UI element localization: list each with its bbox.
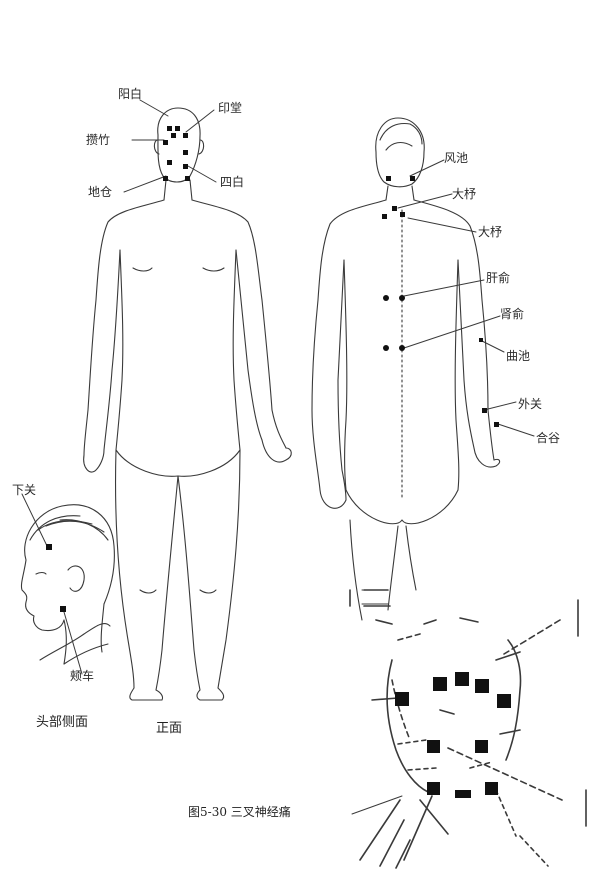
label-xiaguan: 下关 xyxy=(12,484,36,496)
label-cuanzhu: 攒竹 xyxy=(86,134,110,146)
side-head-caption: 头部侧面 xyxy=(36,716,88,729)
label-quchi: 曲池 xyxy=(506,350,530,362)
label-yangbai: 阳白 xyxy=(118,88,142,100)
label-ganshu: 肝俞 xyxy=(486,272,510,284)
acupoint-markers xyxy=(46,126,499,612)
front-body-outline xyxy=(84,108,292,700)
label-fengchi: 风池 xyxy=(444,152,468,164)
label-shenshu: 肾俞 xyxy=(500,308,524,320)
label-dazhu-2: 大杼 xyxy=(478,226,502,238)
label-sibai: 四白 xyxy=(220,176,244,188)
label-yintang: 印堂 xyxy=(218,102,242,114)
label-dicang: 地仓 xyxy=(88,186,112,198)
front-figure-caption: 正面 xyxy=(156,722,182,735)
figure-caption: 图5-30 三叉神经痛 xyxy=(188,806,291,818)
label-hegu: 合谷 xyxy=(536,432,560,444)
label-waiguan: 外关 xyxy=(518,398,542,410)
zoomed-face-detail xyxy=(350,590,586,868)
label-dazhu: 大杼 xyxy=(452,188,476,200)
leader-lines xyxy=(22,100,534,814)
label-jiache: 颊车 xyxy=(70,670,94,682)
side-head-outline xyxy=(21,505,114,664)
